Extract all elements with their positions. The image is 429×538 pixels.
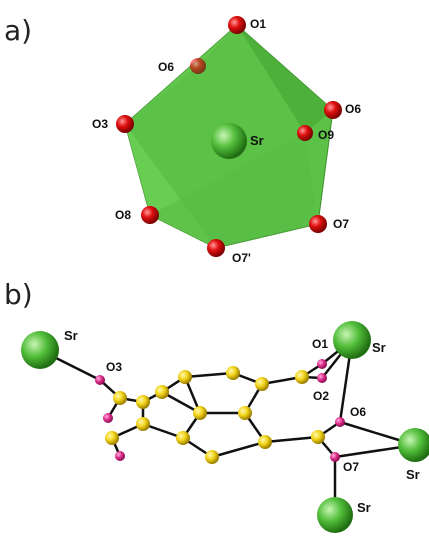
oxygen-atom-o1-b xyxy=(317,359,327,369)
carbon-atom xyxy=(176,431,190,445)
label-sr-right: Sr xyxy=(406,467,420,482)
oxygen-atom-o7-b xyxy=(330,452,340,462)
panel-a-label: a) xyxy=(4,14,32,47)
carbon-atom xyxy=(205,450,219,464)
oxygen-atom-o3 xyxy=(116,115,134,133)
oxygen-atom-o8 xyxy=(141,206,159,224)
carbon-atom xyxy=(255,377,269,391)
oxygen-atom-o6-back xyxy=(190,58,206,74)
oxygen-atom-o6-b xyxy=(335,417,345,427)
oxygen-atom-o9 xyxy=(297,125,313,141)
label-o3: O3 xyxy=(92,117,108,131)
panel-b: b) xyxy=(4,278,429,533)
carbon-atom xyxy=(295,370,309,384)
carbon-atom xyxy=(178,370,192,384)
carbon-atom xyxy=(258,435,272,449)
bonds xyxy=(39,339,416,515)
panel-a: a) Sr O1 O6 O3 O6 O9 O8 O7 O7' xyxy=(4,14,361,265)
carbon-atom xyxy=(136,395,150,409)
label-o7-b: O7 xyxy=(343,460,359,474)
label-o8: O8 xyxy=(115,208,131,222)
label-o7-prime: O7' xyxy=(232,251,251,265)
label-o2-b: O2 xyxy=(313,389,329,403)
sr-atom-right xyxy=(398,428,429,462)
carbon-atom xyxy=(238,406,252,420)
label-o6-left: O6 xyxy=(158,60,174,74)
oxygen-atom-o7 xyxy=(309,215,327,233)
label-o6-right: O6 xyxy=(345,102,361,116)
carbon-atom xyxy=(311,430,325,444)
sr-center-atom xyxy=(211,123,247,159)
sr-atom-top-right xyxy=(333,321,371,359)
carbon-atom xyxy=(113,391,127,405)
label-o1-b: O1 xyxy=(312,337,328,351)
carbon-atoms xyxy=(105,366,325,464)
oxygen-atom-o1 xyxy=(228,16,246,34)
label-o3-b: O3 xyxy=(106,360,122,374)
sr-atom-bottom xyxy=(317,497,353,533)
oxygen-atom-o2-b xyxy=(317,373,327,383)
label-sr-bottom: Sr xyxy=(357,500,371,515)
carbon-atom xyxy=(105,431,119,445)
oxygen-atom xyxy=(115,451,125,461)
oxygen-atom-o7-prime xyxy=(207,239,225,257)
label-o9: O9 xyxy=(318,128,334,142)
carbon-atom xyxy=(226,366,240,380)
label-o1: O1 xyxy=(250,17,266,31)
carbon-atom xyxy=(136,417,150,431)
panel-b-label: b) xyxy=(4,278,33,311)
label-sr-left: Sr xyxy=(64,328,78,343)
oxygen-atom-o6-right xyxy=(324,101,342,119)
oxygen-atom-o3-b xyxy=(95,375,105,385)
sr-atom-left xyxy=(21,331,59,369)
label-o6-b: O6 xyxy=(350,405,366,419)
carbon-atom xyxy=(155,385,169,399)
sr-center-label: Sr xyxy=(250,133,264,148)
label-o7: O7 xyxy=(333,217,349,231)
oxygen-atom xyxy=(103,413,113,423)
carbon-atom xyxy=(193,406,207,420)
label-sr-top-right: Sr xyxy=(372,340,386,355)
